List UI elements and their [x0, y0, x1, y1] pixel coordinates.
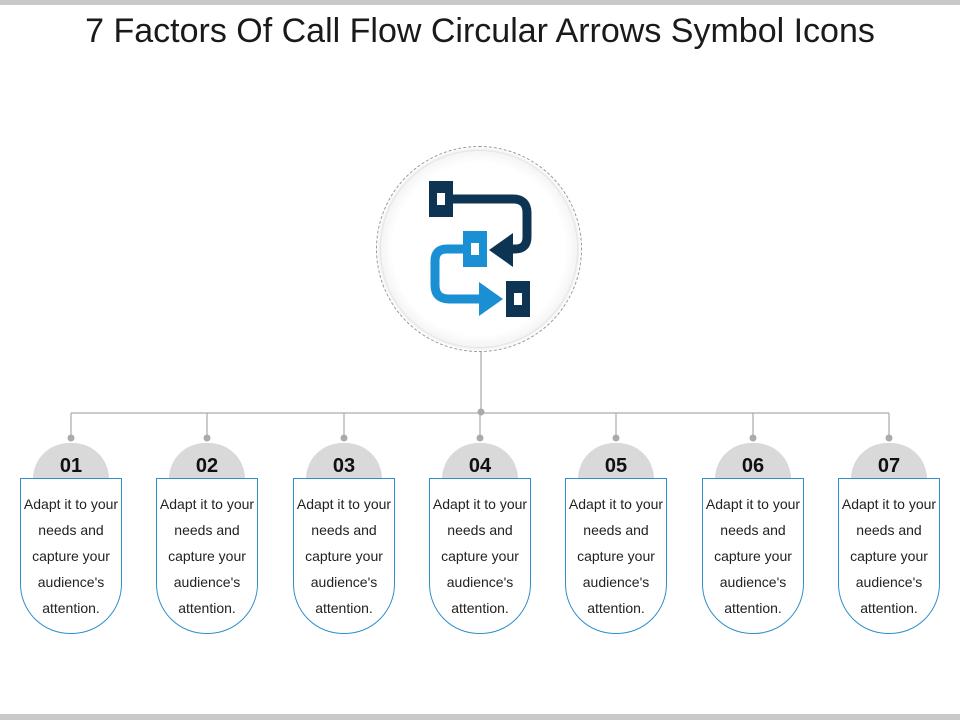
connector-dot [203, 434, 211, 442]
factor-text-box: Adapt it to your needs and capture your … [429, 478, 531, 634]
factor-number: 02 [195, 455, 219, 477]
factor-number: 01 [59, 455, 83, 477]
connector-dot [340, 434, 348, 442]
connector-dot [885, 434, 893, 442]
factor-text: Adapt it to your needs and capture your … [432, 496, 528, 616]
factor-text: Adapt it to your needs and capture your … [568, 496, 664, 616]
factor-text: Adapt it to your needs and capture your … [296, 496, 392, 616]
connector-dot [476, 434, 484, 442]
hub-outer-ring [376, 146, 582, 352]
factor-text-box: Adapt it to your needs and capture your … [702, 478, 804, 634]
factor-number-tab: 07 [851, 443, 927, 479]
factor-number-tab: 01 [33, 443, 109, 479]
factor-number-tab: 03 [306, 443, 382, 479]
factor-text: Adapt it to your needs and capture your … [705, 496, 801, 616]
factor-number-tab: 06 [715, 443, 791, 479]
hub-circle [381, 151, 577, 347]
factor-number: 05 [604, 455, 628, 477]
factor-text-box: Adapt it to your needs and capture your … [156, 478, 258, 634]
connector-dot [67, 434, 75, 442]
factor-number-tab: 02 [169, 443, 245, 479]
factor-text-box: Adapt it to your needs and capture your … [565, 478, 667, 634]
factor-number: 06 [741, 455, 765, 477]
call-flow-arrows-icon [429, 181, 532, 317]
factor-number: 03 [332, 455, 356, 477]
top-border [0, 0, 960, 5]
factor-number: 07 [877, 455, 901, 477]
factor-text-box: Adapt it to your needs and capture your … [293, 478, 395, 634]
bottom-border [0, 714, 960, 720]
factor-text-box: Adapt it to your needs and capture your … [20, 478, 122, 634]
factor-text: Adapt it to your needs and capture your … [23, 496, 119, 616]
connector-dot [749, 434, 757, 442]
factor-text-box: Adapt it to your needs and capture your … [838, 478, 940, 634]
factor-text: Adapt it to your needs and capture your … [841, 496, 937, 616]
connector-dot [612, 434, 620, 442]
slide-title: 7 Factors Of Call Flow Circular Arrows S… [85, 12, 875, 50]
factor-number: 04 [468, 455, 492, 477]
factor-number-tab: 04 [442, 443, 518, 479]
factor-text: Adapt it to your needs and capture your … [159, 496, 255, 616]
factor-number-tab: 05 [578, 443, 654, 479]
